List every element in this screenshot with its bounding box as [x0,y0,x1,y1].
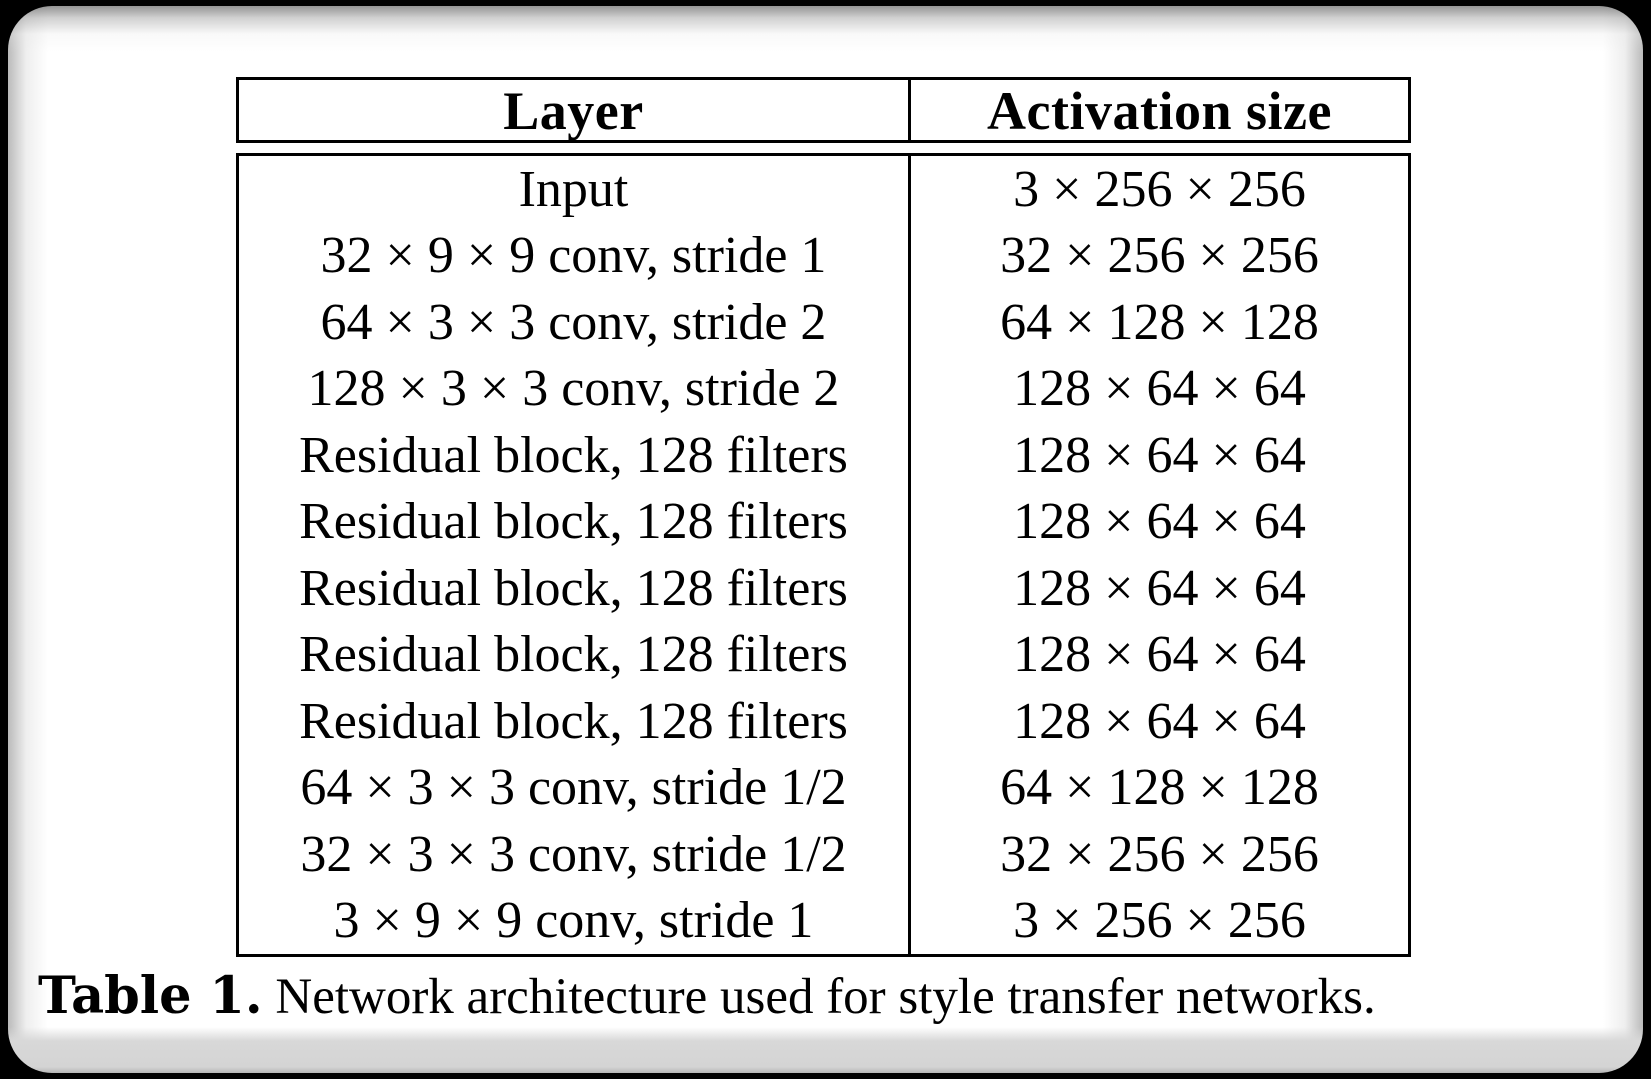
layer-cell: 32 × 3 × 3 conv, stride 1/2 [239,821,911,888]
table-row: 128 × 3 × 3 conv, stride 2 128 × 64 × 64 [239,355,1408,422]
layer-cell: Residual block, 128 filters [239,488,911,555]
layer-cell: Residual block, 128 filters [239,688,911,755]
table-row: 64 × 3 × 3 conv, stride 2 64 × 128 × 128 [239,289,1408,356]
table-row: 64 × 3 × 3 conv, stride 1/2 64 × 128 × 1… [239,754,1408,821]
table-row: Residual block, 128 filters 128 × 64 × 6… [239,555,1408,622]
layer-cell: 32 × 9 × 9 conv, stride 1 [239,222,911,289]
layer-cell: 128 × 3 × 3 conv, stride 2 [239,355,911,422]
layer-cell: Residual block, 128 filters [239,555,911,622]
activation-cell: 128 × 64 × 64 [1013,426,1306,484]
layer-cell: 64 × 3 × 3 conv, stride 2 [239,289,911,356]
table-row: Residual block, 128 filters 128 × 64 × 6… [239,621,1408,688]
table-header-row: Layer Activation size [236,77,1411,143]
table-body: Input 3 × 256 × 256 32 × 9 × 9 conv, str… [236,153,1411,957]
table-row: Residual block, 128 filters 128 × 64 × 6… [239,688,1408,755]
table-row: Input 3 × 256 × 256 [239,156,1408,223]
activation-cell: 128 × 64 × 64 [1013,559,1306,617]
activation-cell: 3 × 256 × 256 [1013,892,1306,950]
table-row: Residual block, 128 filters 128 × 64 × 6… [239,422,1408,489]
column-header-activation-size: Activation size [987,81,1332,141]
table-caption: Table 1. Network architecture used for s… [38,966,1598,1026]
activation-cell: 128 × 64 × 64 [1013,692,1306,750]
table-row: 32 × 3 × 3 conv, stride 1/2 32 × 256 × 2… [239,821,1408,888]
activation-cell: 32 × 256 × 256 [1000,825,1319,883]
activation-cell: 128 × 64 × 64 [1013,360,1306,418]
activation-cell: 64 × 128 × 128 [1000,293,1319,351]
layer-cell: 3 × 9 × 9 conv, stride 1 [239,887,911,954]
table-row: 32 × 9 × 9 conv, stride 1 32 × 256 × 256 [239,222,1408,289]
layer-cell: Input [239,156,911,223]
caption-label: Table 1. [38,966,263,1026]
architecture-table: Layer Activation size Input 3 × 256 × 25… [236,77,1411,957]
activation-cell: 64 × 128 × 128 [1000,759,1319,817]
table-row: 3 × 9 × 9 conv, stride 1 3 × 256 × 256 [239,887,1408,954]
caption-text: Network architecture used for style tran… [262,969,1376,1025]
layer-cell: Residual block, 128 filters [239,621,911,688]
activation-cell: 128 × 64 × 64 [1013,493,1306,551]
paper-figure-card: Layer Activation size Input 3 × 256 × 25… [8,6,1643,1073]
column-header-layer: Layer [239,80,911,142]
activation-cell: 3 × 256 × 256 [1013,160,1306,218]
activation-cell: 128 × 64 × 64 [1013,626,1306,684]
layer-cell: Residual block, 128 filters [239,422,911,489]
activation-cell: 32 × 256 × 256 [1000,227,1319,285]
table-row: Residual block, 128 filters 128 × 64 × 6… [239,488,1408,555]
layer-cell: 64 × 3 × 3 conv, stride 1/2 [239,754,911,821]
